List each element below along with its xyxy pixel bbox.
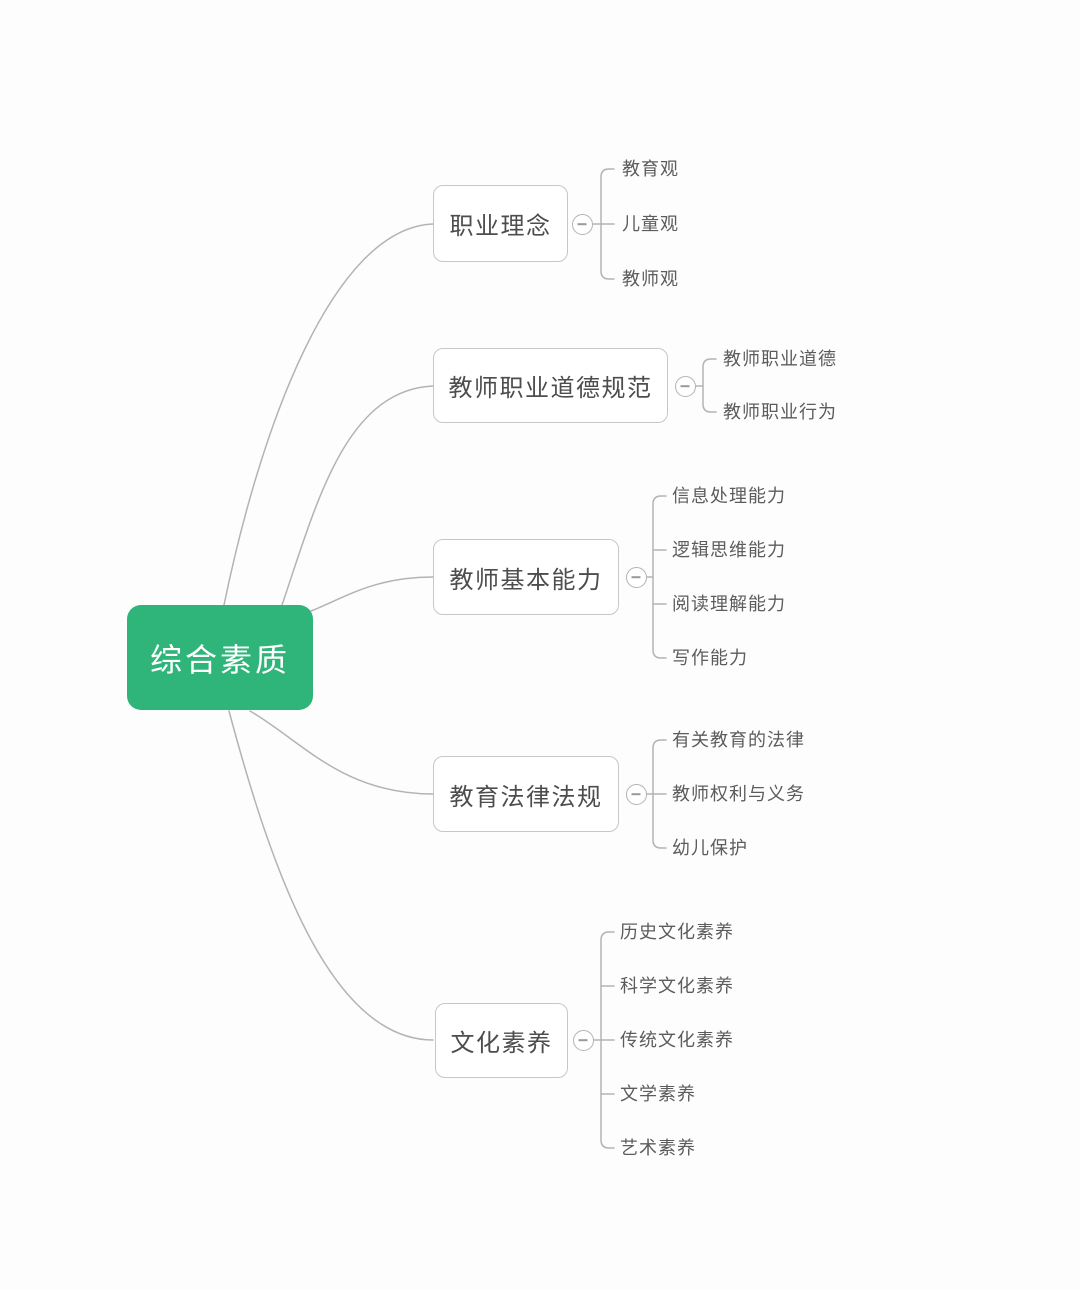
- branch-topic-5[interactable]: 文化素养: [435, 1003, 568, 1078]
- subtopic[interactable]: 教师职业道德: [723, 349, 837, 369]
- bracket-branch-2: [695, 358, 717, 413]
- bracket-branch-5: [593, 931, 615, 1149]
- subtopic[interactable]: 信息处理能力: [672, 486, 786, 506]
- connector-root-branch-1: [223, 223, 434, 606]
- collapse-minus-icon[interactable]: [674, 375, 696, 397]
- branch-topic-3[interactable]: 教师基本能力: [433, 539, 619, 615]
- subtopic[interactable]: 科学文化素养: [620, 976, 734, 996]
- subtopic[interactable]: 传统文化素养: [620, 1030, 734, 1050]
- subtopic[interactable]: 教师观: [622, 269, 679, 289]
- collapse-minus-icon[interactable]: [625, 783, 647, 805]
- branch-topic-2[interactable]: 教师职业道德规范: [433, 348, 668, 423]
- subtopic[interactable]: 有关教育的法律: [672, 730, 805, 750]
- bracket-branch-1: [592, 168, 615, 280]
- connector-root-branch-5: [228, 710, 434, 1041]
- subtopic[interactable]: 逻辑思维能力: [672, 540, 786, 560]
- bracket-branch-3: [646, 495, 667, 659]
- collapse-minus-icon[interactable]: [571, 213, 593, 235]
- subtopic[interactable]: 教师权利与义务: [672, 784, 805, 804]
- subtopic[interactable]: 文学素养: [620, 1084, 696, 1104]
- branch-topic-4[interactable]: 教育法律法规: [433, 756, 619, 832]
- bracket-branch-4: [646, 739, 667, 849]
- collapse-minus-icon[interactable]: [625, 566, 647, 588]
- subtopic[interactable]: 幼儿保护: [672, 838, 748, 858]
- subtopic[interactable]: 阅读理解能力: [672, 594, 786, 614]
- branch-topic-1[interactable]: 职业理念: [433, 185, 568, 262]
- collapse-minus-icon[interactable]: [572, 1029, 594, 1051]
- subtopic[interactable]: 艺术素养: [620, 1138, 696, 1158]
- subtopic[interactable]: 历史文化素养: [620, 922, 734, 942]
- connector-root-branch-3: [310, 576, 434, 612]
- connector-root-branch-2: [281, 385, 434, 606]
- connector-root-branch-4: [249, 710, 434, 795]
- subtopic[interactable]: 儿童观: [622, 214, 679, 234]
- root-topic[interactable]: 综合素质: [127, 605, 313, 710]
- subtopic[interactable]: 教师职业行为: [723, 402, 837, 422]
- subtopic[interactable]: 写作能力: [672, 648, 748, 668]
- subtopic[interactable]: 教育观: [622, 159, 679, 179]
